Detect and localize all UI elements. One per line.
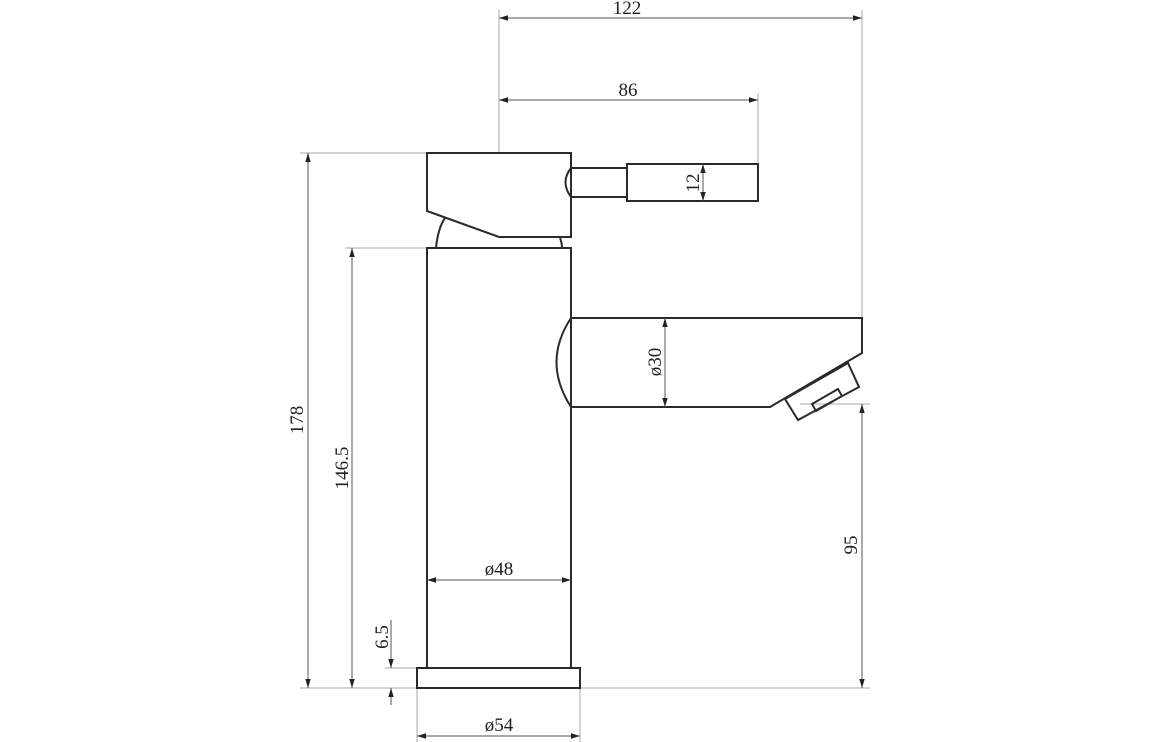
dim-overall-projection: 122 — [613, 0, 642, 19]
lever-neck — [564, 167, 627, 198]
tap-body — [426, 247, 572, 669]
extension-lines — [300, 10, 870, 742]
dim-body-diameter: ø48 — [485, 559, 514, 580]
tap-base — [416, 667, 581, 689]
dim-handle-projection: 86 — [619, 80, 638, 101]
dim-base-diameter: ø54 — [485, 715, 514, 736]
spout — [555, 317, 863, 408]
dimension-lines — [305, 15, 865, 739]
cartridge-dome — [435, 217, 563, 249]
dim-overall-height: 178 — [287, 406, 308, 435]
handle-body — [426, 152, 572, 238]
dim-spout-outlet-height: 95 — [841, 536, 862, 555]
tap-outline — [416, 152, 863, 689]
aerator — [783, 361, 861, 422]
dim-body-height: 146.5 — [332, 447, 353, 490]
dim-lever-diameter: 12 — [683, 174, 704, 193]
dim-base-thickness: 6.5 — [372, 625, 393, 649]
lever-grip — [626, 163, 759, 202]
dim-spout-diameter: ø30 — [645, 348, 666, 377]
